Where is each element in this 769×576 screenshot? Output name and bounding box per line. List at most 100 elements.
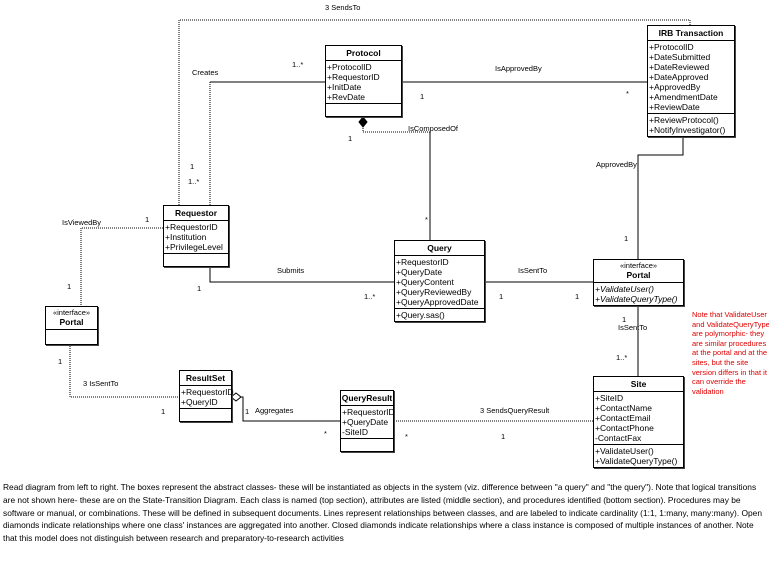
class-name: ResultSet	[180, 371, 231, 386]
class-name: Protocol	[326, 46, 401, 61]
multiplicity: 1	[501, 432, 506, 441]
attribute: +DateApproved	[649, 72, 709, 82]
line-is-viewed-by	[80, 227, 163, 306]
polymorphism-note: Note that ValidateUser and ValidateQuery…	[692, 310, 769, 396]
class-portal-interface-left[interactable]: «interface» Portal	[45, 306, 98, 345]
multiplicity: 1	[67, 282, 72, 291]
label-query-is-sent-to: IsSentTo	[518, 266, 548, 275]
attribute: +DateReviewed	[649, 62, 710, 72]
attribute: -ContactFax	[595, 433, 642, 443]
multiplicity: 1	[161, 407, 166, 416]
attribute: +QueryApprovedDate	[396, 297, 479, 307]
operations-section: +Query.sas()	[395, 309, 484, 321]
multiplicity: *	[626, 89, 629, 98]
operations-section	[164, 254, 228, 266]
operation: +ReviewProtocol()	[649, 115, 719, 125]
multiplicity: 1	[190, 162, 195, 171]
operations-section	[326, 104, 401, 116]
class-resultset[interactable]: ResultSet +RequestorID +QueryID	[179, 370, 234, 422]
multiplicity: 1..*	[616, 353, 628, 362]
operations-section	[180, 409, 231, 421]
class-requestor[interactable]: Requestor +RequestorID +Institution +Pri…	[163, 205, 229, 267]
attribute: +ApprovedBy	[649, 82, 701, 92]
multiplicity: 1	[622, 315, 627, 324]
multiplicity: 1	[420, 92, 425, 101]
operation: +ValidateUser()	[595, 284, 654, 294]
attribute: +RequestorID	[396, 257, 449, 267]
attribute: +QueryReviewedBy	[396, 287, 472, 297]
attributes-section: +RequestorID +Institution +PrivilegeLeve…	[164, 221, 228, 254]
multiplicity: *	[405, 432, 408, 441]
attribute: +RequestorID	[327, 72, 380, 82]
attribute: +ProtocolID	[649, 42, 694, 52]
multiplicity: 1	[348, 134, 353, 143]
operations-section: +ValidateUser() +ValidateQueryType()	[594, 283, 683, 305]
stereotype: «interface»	[619, 261, 658, 270]
attribute: +QueryDate	[396, 267, 443, 277]
operations-section: +ValidateUser() +ValidateQueryType()	[594, 445, 683, 467]
attributes-section: +ProtocolID +DateSubmitted +DateReviewed…	[648, 41, 734, 114]
multiplicity: 1	[624, 234, 629, 243]
multiplicity: 1..*	[364, 292, 376, 301]
class-portal-interface-right[interactable]: «interface» Portal +ValidateUser() +Vali…	[593, 259, 684, 306]
multiplicity: 1	[197, 284, 202, 293]
class-name-text: Portal	[626, 270, 651, 280]
operations-section	[341, 439, 393, 451]
operation: +ValidateQueryType()	[595, 456, 678, 466]
attribute: +SiteID	[595, 393, 624, 403]
attributes-section: +SiteID +ContactName +ContactEmail +Cont…	[594, 392, 683, 445]
operation: +ValidateUser()	[595, 446, 654, 456]
attribute: -SiteID	[342, 427, 368, 437]
multiplicity: 1	[145, 215, 150, 224]
attribute: +ContactPhone	[595, 423, 654, 433]
attribute: +ContactEmail	[595, 413, 651, 423]
diagram-description: Read diagram from left to right. The box…	[3, 482, 762, 544]
label-creates: Creates	[192, 68, 219, 77]
operation: +NotifyInvestigator()	[649, 125, 726, 135]
multiplicity: *	[324, 429, 327, 438]
line-is-composed-of-dotted	[362, 126, 430, 133]
class-name-text: Portal	[59, 317, 84, 327]
attribute: +ContactName	[595, 403, 652, 413]
attribute: +QueryID	[181, 397, 218, 407]
attribute: +ReviewDate	[649, 102, 700, 112]
class-name: QueryResult	[341, 391, 393, 406]
attribute: +DateSubmitted	[649, 52, 711, 62]
attributes-section: +RequestorID +QueryID	[180, 386, 234, 409]
multiplicity: 1	[575, 292, 580, 301]
attribute: +QueryContent	[396, 277, 454, 287]
attribute: +Institution	[165, 232, 207, 242]
line-resultset-is-sent-to	[69, 342, 179, 398]
class-name: Site	[594, 377, 683, 392]
label-is-viewed-by: IsViewedBy	[62, 218, 102, 227]
operations-section	[46, 330, 97, 344]
attribute: +RequestorID	[181, 387, 234, 397]
attribute: +RevDate	[327, 92, 366, 102]
attribute: +ProtocolID	[327, 62, 372, 72]
label-is-approved-by: IsApprovedBy	[495, 64, 542, 73]
class-name: Requestor	[164, 206, 228, 221]
attribute: +AmendmentDate	[649, 92, 718, 102]
class-query[interactable]: Query +RequestorID +QueryDate +QueryCont…	[394, 240, 485, 322]
label-approved-by: ApprovedBy	[596, 160, 637, 169]
multiplicity: 1	[58, 357, 63, 366]
multiplicity: 1	[499, 292, 504, 301]
class-name: «interface» Portal	[46, 307, 97, 330]
class-protocol[interactable]: Protocol +ProtocolID +RequestorID +InitD…	[325, 45, 402, 117]
label-portal-is-sent-to: IsSentTo	[618, 323, 648, 332]
class-site[interactable]: Site +SiteID +ContactName +ContactEmail …	[593, 376, 684, 468]
multiplicity: *	[425, 215, 428, 224]
class-queryresult[interactable]: QueryResult +RequestorID +QueryDate -Sit…	[340, 390, 395, 452]
line-sends-to-top	[178, 19, 691, 205]
line-aggregates	[241, 396, 340, 422]
label-is-composed-of: IsComposedOf	[408, 124, 459, 133]
multiplicity: 1..*	[188, 177, 200, 186]
operation: +ValidateQueryType()	[595, 294, 678, 304]
label-aggregates: Aggregates	[255, 406, 294, 415]
attributes-section: +ProtocolID +RequestorID +InitDate +RevD…	[326, 61, 401, 104]
stereotype: «interface»	[52, 308, 91, 317]
operations-section: +ReviewProtocol() +NotifyInvestigator()	[648, 114, 734, 136]
label-submits: Submits	[277, 266, 305, 275]
class-irb-transaction[interactable]: IRB Transaction +ProtocolID +DateSubmitt…	[647, 25, 735, 137]
